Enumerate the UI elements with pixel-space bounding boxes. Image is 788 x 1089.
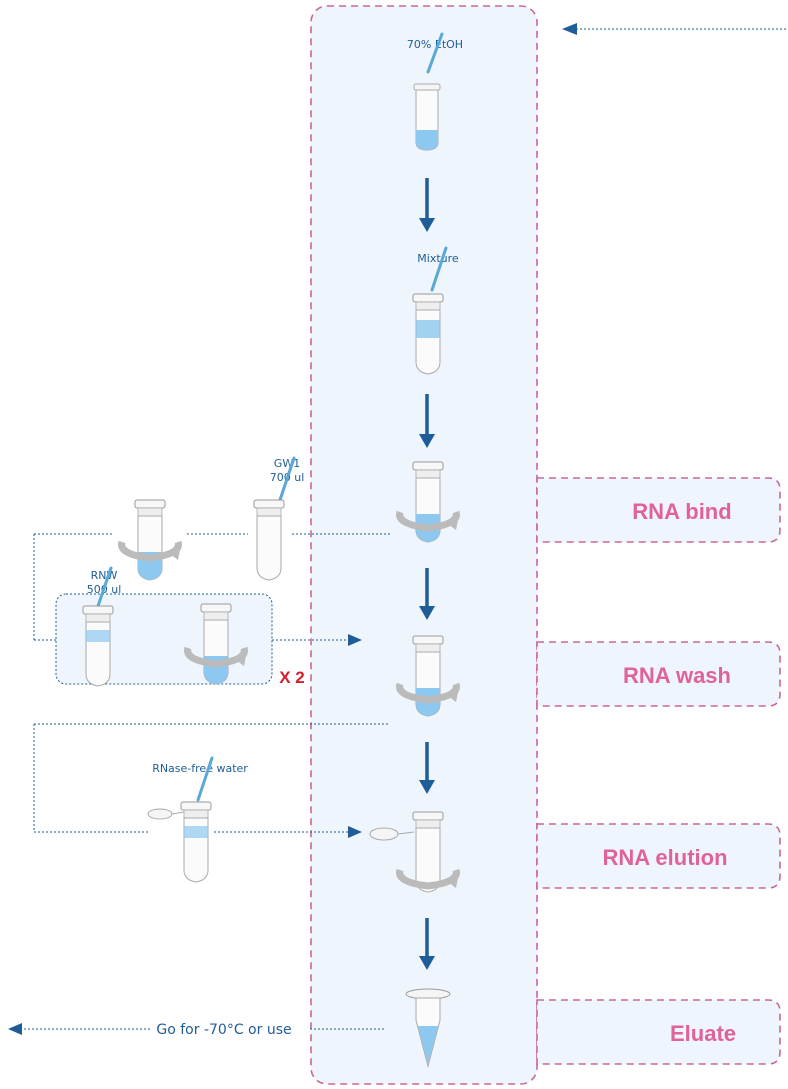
connector-lines [24, 533, 390, 1030]
pipette-icon [430, 246, 448, 292]
tube-eluate [405, 988, 451, 1068]
central-panel [310, 5, 538, 1085]
label-etoh: 70% EtOH [407, 38, 463, 51]
tube-gw1 [253, 499, 285, 581]
label-mixture: Mixture [417, 252, 459, 265]
arrowhead [348, 634, 362, 646]
tube-wash-spin-small [188, 603, 246, 685]
arrowhead [8, 1023, 22, 1035]
tube-left-spin [122, 499, 180, 581]
label-rnase-free-water: RNase-free water [152, 762, 248, 775]
label-gw1: GW1 [274, 457, 300, 470]
arrowhead [348, 826, 362, 838]
stage-panels [536, 477, 781, 1065]
down-arrows [419, 178, 435, 970]
tube-wash-spin [400, 635, 458, 717]
stage-label-eluate: Eluate [670, 1021, 736, 1046]
tube-rnw [82, 605, 114, 687]
pipette-icon [196, 756, 214, 802]
final-step-label: Go for -70°C or use [156, 1022, 291, 1038]
tube-rnase-free [147, 801, 212, 883]
repeat-count: X 2 [279, 668, 305, 687]
label-rnw: RNW [91, 569, 118, 582]
tube-mixture [412, 293, 444, 375]
pipette-icon [96, 566, 113, 608]
tube-etoh [413, 83, 441, 151]
pipette-icon [426, 32, 444, 74]
stage-label-wash: RNA wash [623, 663, 731, 688]
stage-label-bind: RNA bind [632, 499, 731, 524]
tube-bind-spin [400, 461, 458, 543]
stage-label-elution: RNA elution [602, 845, 727, 870]
pipette-icon [278, 456, 296, 502]
tube-elution-spin [369, 811, 458, 893]
